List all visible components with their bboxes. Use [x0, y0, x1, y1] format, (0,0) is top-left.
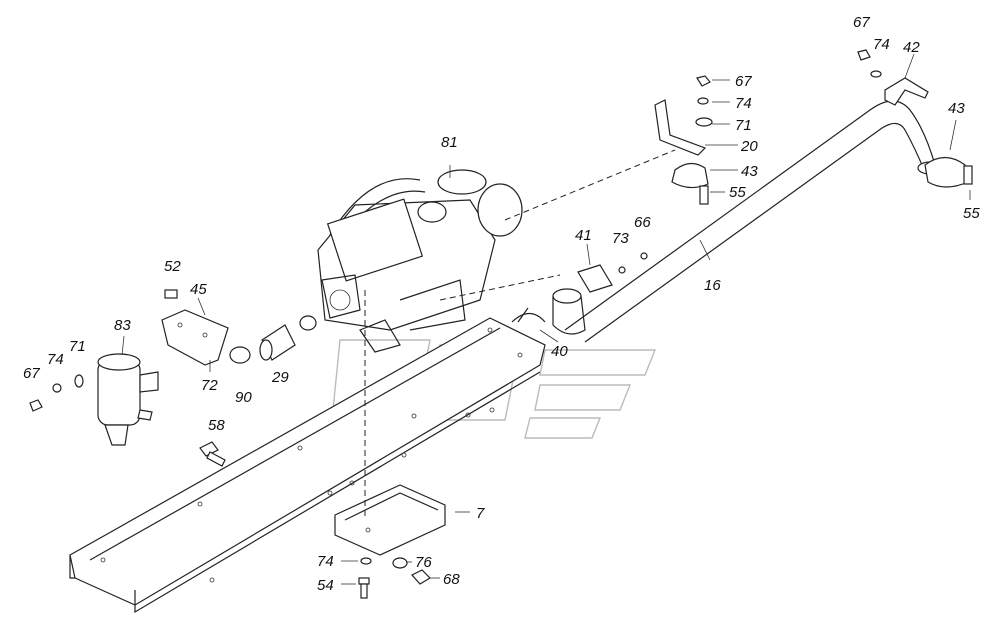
mounting-plate [334, 484, 446, 556]
callout-68: 68 [443, 571, 460, 588]
washer [360, 557, 408, 569]
callout-20: 20 [740, 138, 758, 155]
callout-55: 55 [729, 184, 746, 201]
nut [411, 569, 431, 585]
pipe-clamp [229, 315, 317, 364]
washer [695, 97, 713, 127]
callout-58: 58 [208, 417, 225, 434]
pipe-clamp [671, 162, 709, 205]
callout-67: 67 [23, 365, 40, 382]
callout-45: 45 [190, 281, 207, 298]
callout-67: 67 [735, 73, 752, 90]
callout-74: 74 [873, 36, 890, 53]
callout-74: 74 [735, 95, 752, 112]
pipe-clamp [924, 156, 973, 188]
washer [52, 374, 84, 393]
mounting-bracket [161, 309, 229, 366]
callout-16: 16 [704, 277, 721, 294]
callout-43: 43 [948, 100, 965, 117]
connection-line [439, 274, 561, 301]
callout-42: 42 [903, 39, 920, 56]
fuel-filter [97, 353, 159, 446]
mounting-bracket [577, 264, 613, 293]
callout-66: 66 [634, 214, 651, 231]
callout-43: 43 [741, 163, 758, 180]
leader-lines [121, 53, 971, 585]
bolt [199, 441, 226, 467]
callout-52: 52 [164, 258, 181, 275]
mounting-bracket [654, 99, 707, 156]
callout-55: 55 [963, 205, 980, 222]
callout-67: 67 [853, 14, 870, 31]
callout-71: 71 [735, 117, 752, 134]
callout-41: 41 [575, 227, 592, 244]
callout-29: 29 [271, 369, 289, 386]
nut [29, 399, 43, 412]
callout-72: 72 [201, 377, 218, 394]
callout-73: 73 [612, 230, 629, 247]
nut [618, 252, 648, 274]
bolt [164, 289, 178, 299]
callout-81: 81 [441, 134, 458, 151]
nut [696, 75, 711, 87]
callout-90: 90 [235, 389, 252, 406]
callout-71: 71 [69, 338, 86, 355]
connection-line [504, 149, 676, 221]
bolt [358, 577, 370, 599]
callout-74: 74 [317, 553, 334, 570]
mounting-bracket [884, 77, 929, 106]
callout-40: 40 [551, 343, 568, 360]
frame-rail [69, 317, 546, 614]
callout-54: 54 [317, 577, 334, 594]
callout-83: 83 [114, 317, 131, 334]
nut [857, 49, 882, 78]
callout-76: 76 [415, 554, 432, 571]
callout-74: 74 [47, 351, 64, 368]
callout-labels: 81 67 74 42 43 55 67 74 71 20 43 55 41 7… [23, 14, 980, 594]
mounting-bracket [511, 307, 546, 323]
hose [259, 324, 296, 361]
callout-7: 7 [476, 505, 485, 522]
